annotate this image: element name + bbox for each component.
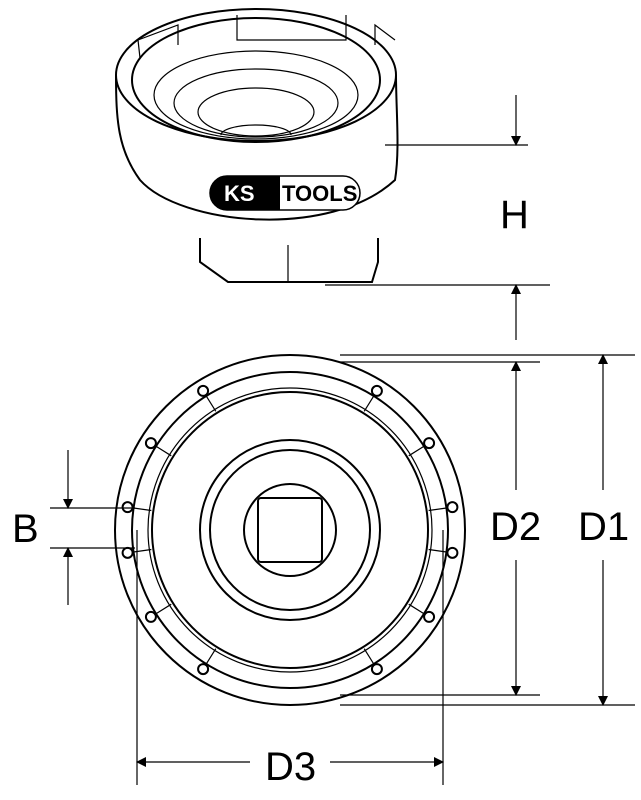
slot-edge [408,603,425,615]
slot-edge [363,395,375,412]
slot-notch [423,610,436,623]
slot-notch [197,663,210,676]
slot-edge [408,445,425,457]
slot-edge [155,445,172,457]
slot-notch [423,437,436,450]
dimension-lines [50,95,635,785]
slot-notch [144,610,157,623]
slot-edge [363,648,375,665]
slot-notch [370,384,383,397]
slot-notch [144,437,157,450]
slot-notch [197,384,210,397]
slot-edge [205,648,217,665]
slot-notch [121,546,134,559]
dimension-label-d3: D3 [265,745,316,789]
slot-notch [446,501,459,514]
dimension-label-b: B [12,507,39,551]
slot-edge [133,507,152,512]
ks-tools-logo: KS TOOLS [209,175,361,211]
slot-notch [446,546,459,559]
svg-text:TOOLS: TOOLS [282,181,357,206]
slot-edge [428,507,447,512]
socket-perspective-view: KS TOOLS [115,8,399,283]
slot-edge [205,395,217,412]
slot-notch [370,663,383,676]
socket-top-view [114,354,466,706]
dimension-label-h: H [500,193,529,237]
dimension-label-d1: D1 [578,505,629,549]
svg-text:KS: KS [224,181,255,206]
slot-edge [155,603,172,615]
dimension-label-d2: D2 [490,505,541,549]
slot-edge [428,548,447,553]
slot-edge [133,548,152,553]
slot-notch [121,501,134,514]
